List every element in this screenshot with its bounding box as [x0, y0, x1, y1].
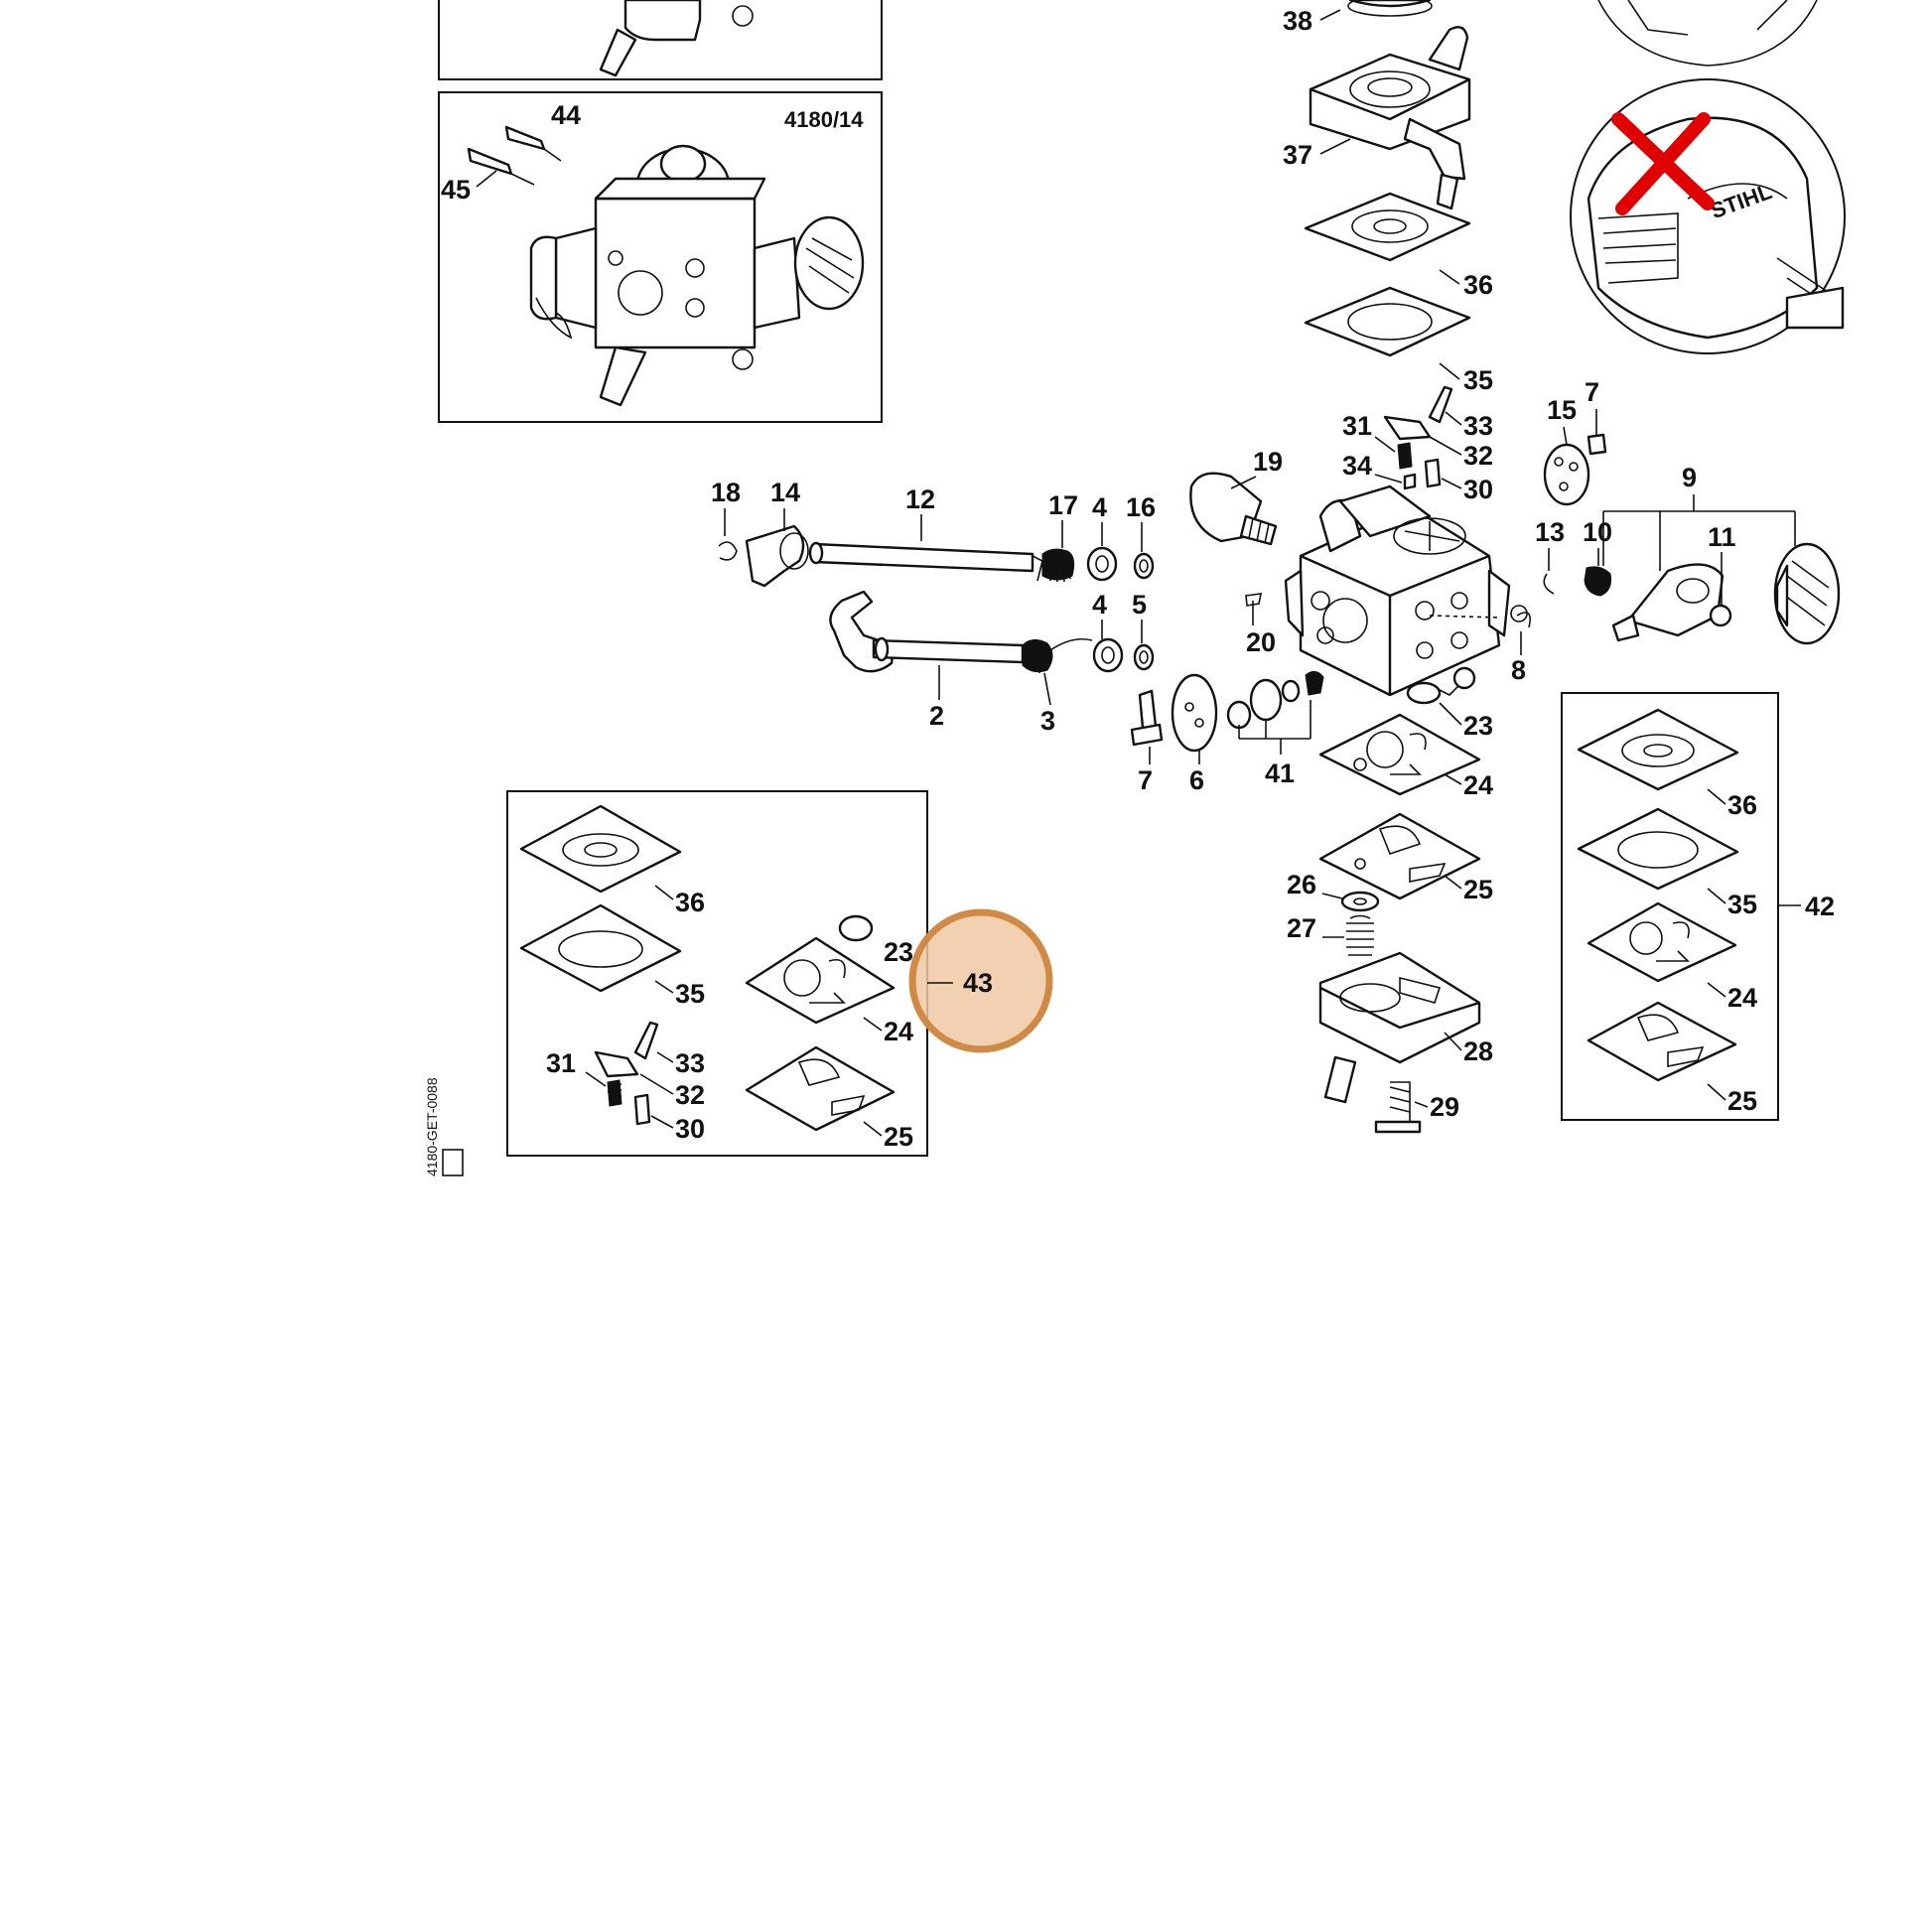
callout-4b: 4	[1092, 590, 1107, 620]
reference-circle-top	[1597, 0, 1818, 67]
callout-30: 30	[1463, 475, 1493, 504]
callout-43: 43	[963, 968, 993, 998]
callout-11: 11	[1708, 522, 1736, 552]
metering-stack	[1318, 713, 1481, 1134]
callout-34: 34	[1342, 451, 1372, 481]
callout-9: 9	[1682, 463, 1697, 492]
callout-31: 31	[1342, 411, 1372, 441]
callout-18: 18	[711, 478, 741, 507]
callout-10: 10	[1583, 517, 1612, 547]
callout-7b: 7	[1138, 765, 1153, 795]
callout-24: 24	[1463, 770, 1493, 800]
callout-2: 2	[929, 701, 944, 731]
red-x-icon	[1611, 112, 1715, 215]
box-callout-32: 32	[675, 1080, 705, 1110]
top-inset-partial	[438, 0, 883, 80]
callout-41: 41	[1265, 759, 1295, 788]
box-callout-35: 35	[675, 979, 705, 1009]
highlight-marker-43[interactable]: 43	[908, 908, 1053, 1053]
callout-36: 36	[1463, 270, 1493, 300]
throttle-shaft-assembly	[718, 524, 1155, 588]
callout-27: 27	[1287, 913, 1316, 943]
carburetor-body-inset	[529, 144, 865, 407]
callout-29: 29	[1430, 1092, 1459, 1122]
kit-box-43	[506, 790, 928, 1157]
box-callout-31: 31	[546, 1048, 576, 1078]
callout-4a: 4	[1092, 492, 1107, 522]
pump-cover-stack	[1304, 0, 1471, 357]
callout-37: 37	[1283, 140, 1312, 170]
callout-13: 13	[1535, 517, 1565, 547]
adjusting-screws	[467, 125, 562, 186]
callout-33: 33	[1463, 411, 1493, 441]
callout-25: 25	[1463, 875, 1493, 904]
box-callout-25: 25	[884, 1122, 913, 1152]
main-carburetor	[1189, 385, 1528, 697]
throttle-plate-parts	[1130, 671, 1442, 753]
inset-carburetor-4180-14: 4180/14 44 45	[438, 91, 883, 423]
callout-32: 32	[1463, 441, 1493, 471]
callout-7a: 7	[1585, 377, 1599, 407]
box-callout-33: 33	[675, 1048, 705, 1078]
reference-circle-engine: STIHL	[1570, 78, 1846, 354]
callout-20: 20	[1246, 627, 1276, 657]
callout-26: 26	[1287, 870, 1316, 899]
callout-8: 8	[1511, 655, 1526, 685]
callout-28: 28	[1463, 1036, 1493, 1066]
box-callout-24: 24	[884, 1017, 913, 1046]
callout-19: 19	[1253, 447, 1283, 477]
callout-35: 35	[1463, 365, 1493, 395]
kit-callout-24: 24	[1727, 983, 1757, 1013]
callout-44: 44	[551, 100, 581, 130]
callout-15: 15	[1547, 395, 1577, 425]
callout-14: 14	[770, 478, 800, 507]
kit-callout-25: 25	[1727, 1086, 1757, 1116]
side-drawing-code: 4180-GET-0088	[424, 1077, 440, 1176]
callout-5: 5	[1132, 590, 1147, 620]
callout-23: 23	[1463, 711, 1493, 741]
kit-box-42	[1561, 692, 1779, 1121]
box-callout-30: 30	[675, 1114, 705, 1144]
drawing-code: 4180/14	[784, 107, 864, 132]
right-knob-assembly	[1543, 433, 1841, 645]
callout-6: 6	[1189, 765, 1204, 795]
callout-17: 17	[1048, 490, 1078, 520]
callout-38: 38	[1283, 6, 1312, 36]
callout-16: 16	[1126, 492, 1156, 522]
box-callout-23: 23	[884, 937, 913, 967]
kit-callout-42: 42	[1805, 892, 1835, 921]
callout-12: 12	[905, 484, 935, 514]
callout-3: 3	[1040, 706, 1055, 736]
kit-callout-36: 36	[1727, 790, 1757, 820]
kit-callout-35: 35	[1727, 890, 1757, 919]
callout-45: 45	[441, 175, 471, 205]
box-callout-36: 36	[675, 888, 705, 917]
choke-shaft-assembly	[829, 590, 1155, 674]
